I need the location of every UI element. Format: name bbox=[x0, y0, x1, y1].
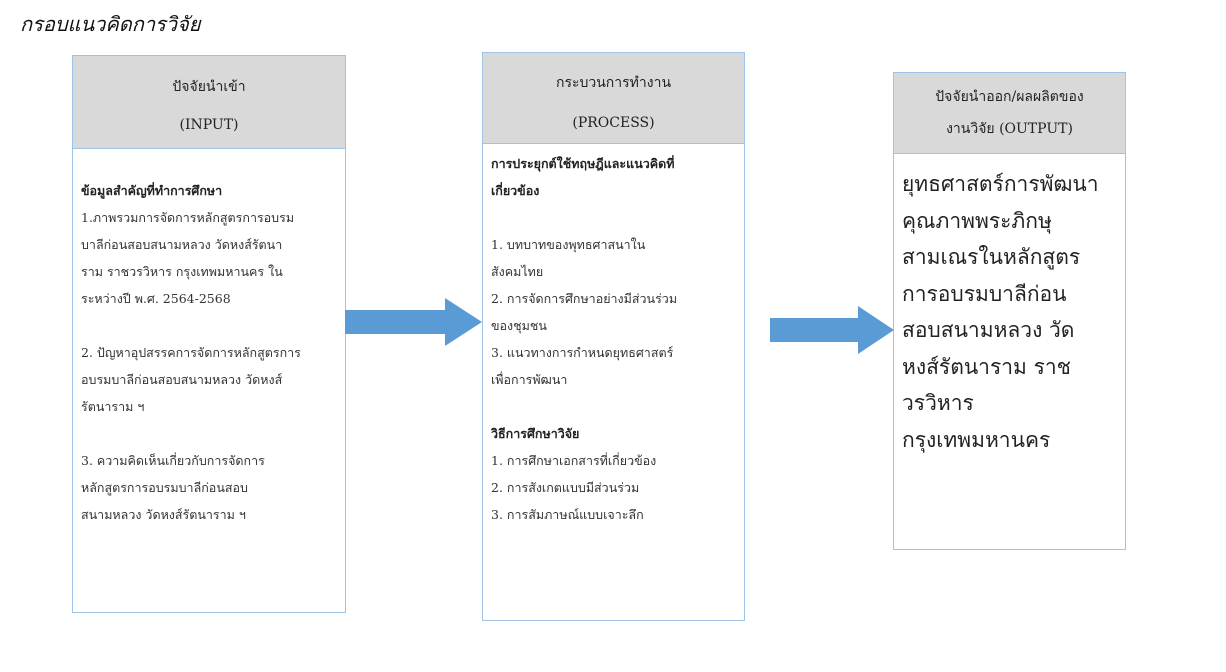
output-header: ปัจจัยนำออก/ผลผลิตของ งานวิจัย (OUTPUT) bbox=[893, 72, 1126, 154]
output-header-line: ปัจจัยนำออก/ผลผลิตของ bbox=[935, 89, 1084, 105]
text-line: หงส์รัตนาราม ราช bbox=[902, 354, 1071, 379]
text-line: ยุทธศาสตร์การพัฒนา bbox=[902, 172, 1099, 196]
spacer bbox=[491, 393, 744, 420]
text-line: กรุงเทพมหานคร bbox=[902, 427, 1051, 452]
process-box: การประยุกต์ใช้ทฤษฎีและแนวคิดที่เกี่ยวข้อ… bbox=[482, 143, 745, 621]
text-line: 1. บทบาทของพุทธศาสนาใน bbox=[491, 237, 646, 252]
text-line: การอบรมบาลีก่อน bbox=[902, 281, 1067, 306]
output-header-line: งานวิจัย (OUTPUT) bbox=[946, 121, 1073, 137]
text-line: อบรมบาลีก่อนสอบสนามหลวง วัดหงส์ bbox=[81, 372, 283, 387]
text-line: 2. การสังเกตแบบมีส่วนร่วม bbox=[491, 480, 640, 495]
arrow-icon bbox=[345, 298, 482, 346]
text-line: วรวิหาร bbox=[902, 391, 974, 415]
page-title: กรอบแนวคิดการวิจัย bbox=[20, 12, 201, 36]
process-header-line: กระบวนการทำงาน bbox=[555, 75, 672, 91]
text-line: ราม ราชวรวิหาร กรุงเทพมหานคร ใน bbox=[81, 264, 283, 279]
text-line: บาลีก่อนสอบสนามหลวง วัดหงส์รัตนา bbox=[81, 237, 283, 252]
input-header: ปัจจัยนำเข้า (INPUT) bbox=[72, 55, 346, 149]
process-header-line: (PROCESS) bbox=[572, 115, 655, 131]
text-line: 3. ความคิดเห็นเกี่ยวกับการจัดการ bbox=[81, 453, 265, 468]
text-line: ระหว่างปี พ.ศ. 2564-2568 bbox=[81, 291, 231, 306]
text-line: คุณภาพพระภิกษุ bbox=[902, 208, 1052, 233]
text-line: การประยุกต์ใช้ทฤษฎีและแนวคิดที่ bbox=[491, 156, 675, 171]
text-line: สอบสนามหลวง วัด bbox=[902, 318, 1075, 342]
spacer bbox=[491, 204, 744, 231]
spacer bbox=[81, 312, 345, 339]
text-line: สนามหลวง วัดหงส์รัตนาราม ฯ bbox=[81, 507, 246, 522]
text-line: 3. การสัมภาษณ์แบบเจาะลึก bbox=[491, 507, 644, 522]
text-line: สังคมไทย bbox=[491, 264, 544, 279]
text-line: 1.ภาพรวมการจัดการหลักสูตรการอบรม bbox=[81, 210, 295, 225]
output-box: ยุทธศาสตร์การพัฒนาคุณภาพพระภิกษุสามเณรใน… bbox=[893, 153, 1126, 550]
arrow-icon bbox=[770, 306, 894, 354]
text-line: 2. ปัญหาอุปสรรคการจัดการหลักสูตรการ bbox=[81, 345, 301, 360]
input-box: ข้อมูลสำคัญที่ทำการศึกษา 1.ภาพรวมการจัดกา… bbox=[72, 148, 346, 613]
text-line: ของชุมชน bbox=[491, 318, 547, 333]
text-line: ข้อมูลสำคัญที่ทำการศึกษา bbox=[81, 183, 223, 198]
text-line: รัตนาราม ฯ bbox=[81, 399, 145, 414]
text-line: เพื่อการพัฒนา bbox=[491, 372, 568, 387]
text-line: 1. การศึกษาเอกสารที่เกี่ยวข้อง bbox=[491, 453, 657, 468]
spacer bbox=[81, 420, 345, 447]
text-line: สามเณรในหลักสูตร bbox=[902, 245, 1081, 269]
process-header: กระบวนการทำงาน (PROCESS) bbox=[482, 52, 745, 144]
text-line: วิธีการศึกษาวิจัย bbox=[491, 426, 580, 441]
input-header-line: (INPUT) bbox=[179, 117, 239, 133]
text-line: 3. แนวทางการกำหนดยุทธศาสตร์ bbox=[491, 345, 674, 360]
text-line: 2. การจัดการศึกษาอย่างมีส่วนร่วม bbox=[491, 291, 678, 306]
text-line: เกี่ยวข้อง bbox=[491, 183, 540, 198]
text-line: หลักสูตรการอบรมบาลีก่อนสอบ bbox=[81, 480, 248, 495]
input-header-line: ปัจจัยนำเข้า bbox=[172, 79, 246, 95]
